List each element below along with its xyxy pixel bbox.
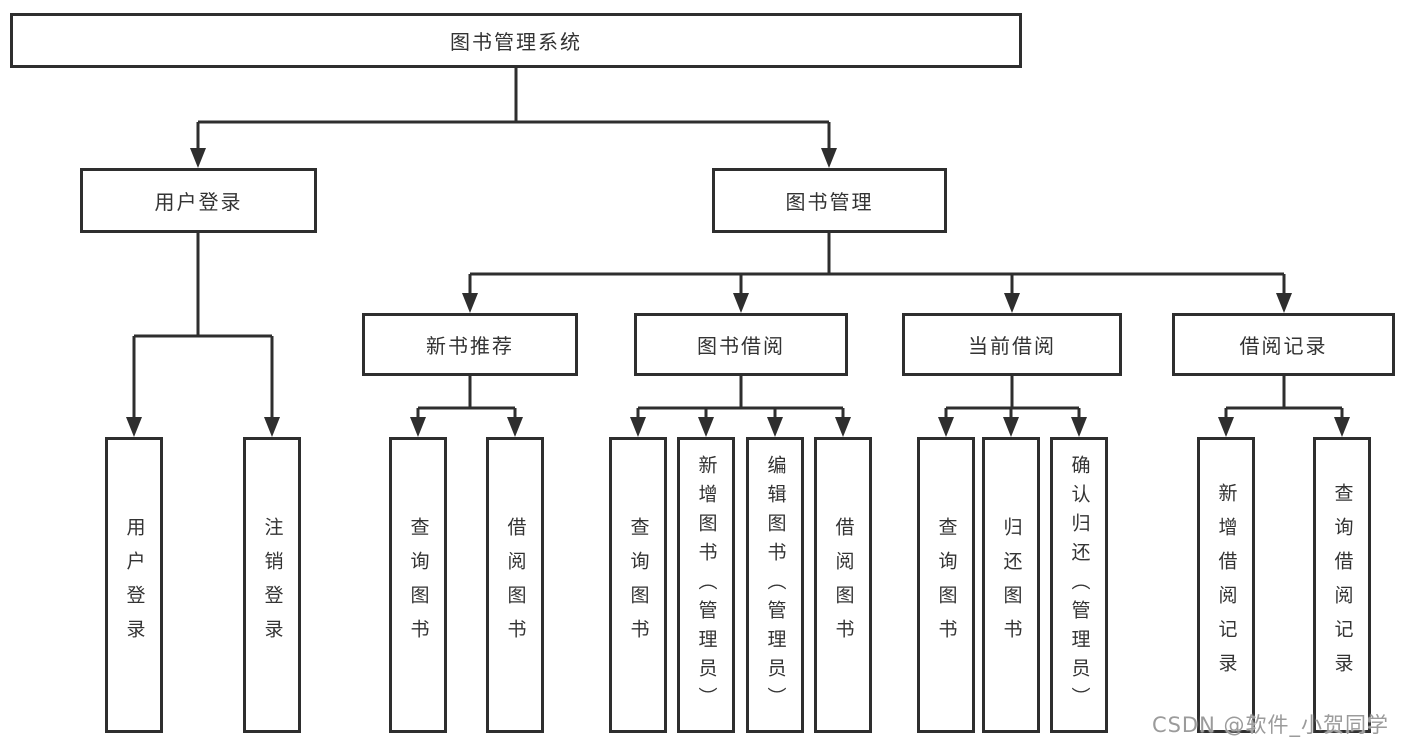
leaf-query-borrow-record: 查询借阅记录 <box>1313 437 1371 733</box>
leaf-add-borrow-record: 新增借阅记录 <box>1197 437 1255 733</box>
node-borrow-record: 借阅记录 <box>1172 313 1395 376</box>
node-current-borrow-label: 当前借阅 <box>968 334 1056 358</box>
leaf-user-login: 用户登录 <box>105 437 163 733</box>
arrowheads <box>126 148 1350 437</box>
node-book-management-label: 图书管理 <box>785 190 874 214</box>
connector-book-borrow-to-leaves <box>636 376 845 421</box>
leaf-edit-books-admin: 编辑图书（管理员） <box>746 437 804 733</box>
node-root-library-system: 图书管理系统 <box>10 13 1022 68</box>
node-book-borrow-label: 图书借阅 <box>697 334 785 358</box>
leaf-query-books-borrow-label: 查询图书 <box>627 517 650 653</box>
leaf-query-books-current-label: 查询图书 <box>935 517 958 653</box>
leaf-borrow-books: 借阅图书 <box>814 437 872 733</box>
node-book-management: 图书管理 <box>712 168 947 233</box>
leaf-query-books-recommend-label: 查询图书 <box>407 517 430 653</box>
leaf-borrow-books-recommend-label: 借阅图书 <box>504 517 527 653</box>
connector-current-borrow-to-leaves <box>944 376 1081 421</box>
node-book-borrow: 图书借阅 <box>634 313 848 376</box>
leaf-add-books-admin-label: 新增图书（管理员） <box>695 454 718 716</box>
connector-root-to-level2 <box>196 68 831 152</box>
connector-new-book-to-leaves <box>416 376 517 421</box>
leaf-return-books: 归还图书 <box>982 437 1040 733</box>
node-current-borrow: 当前借阅 <box>902 313 1122 376</box>
leaf-user-login-label: 用户登录 <box>123 517 146 653</box>
csdn-watermark: CSDN @软件_小贺同学 <box>1151 713 1389 737</box>
leaf-confirm-return-admin: 确认归还（管理员） <box>1050 437 1108 733</box>
leaf-confirm-return-admin-label: 确认归还（管理员） <box>1068 454 1091 716</box>
leaf-borrow-books-recommend: 借阅图书 <box>486 437 544 733</box>
node-user-login: 用户登录 <box>80 168 317 233</box>
leaf-logout-label: 注销登录 <box>261 517 284 653</box>
leaf-query-books-borrow: 查询图书 <box>609 437 667 733</box>
connector-borrow-record-to-leaves <box>1224 376 1344 421</box>
connector-book-management-to-level3 <box>468 233 1286 297</box>
leaf-edit-books-admin-label: 编辑图书（管理员） <box>764 454 787 716</box>
leaf-add-borrow-record-label: 新增借阅记录 <box>1215 483 1238 687</box>
leaf-logout: 注销登录 <box>243 437 301 733</box>
leaf-query-books-recommend: 查询图书 <box>389 437 447 733</box>
leaf-return-books-label: 归还图书 <box>1000 517 1023 653</box>
leaf-borrow-books-label: 借阅图书 <box>832 517 855 653</box>
leaf-query-books-current: 查询图书 <box>917 437 975 733</box>
leaf-query-borrow-record-label: 查询借阅记录 <box>1331 483 1354 687</box>
connector-user-login-to-leaves <box>132 233 274 421</box>
node-new-book-recommend-label: 新书推荐 <box>426 334 514 358</box>
node-root-label: 图书管理系统 <box>450 30 582 54</box>
node-user-login-label: 用户登录 <box>154 190 243 214</box>
node-new-book-recommend: 新书推荐 <box>362 313 578 376</box>
node-borrow-record-label: 借阅记录 <box>1239 334 1328 358</box>
leaf-add-books-admin: 新增图书（管理员） <box>677 437 735 733</box>
